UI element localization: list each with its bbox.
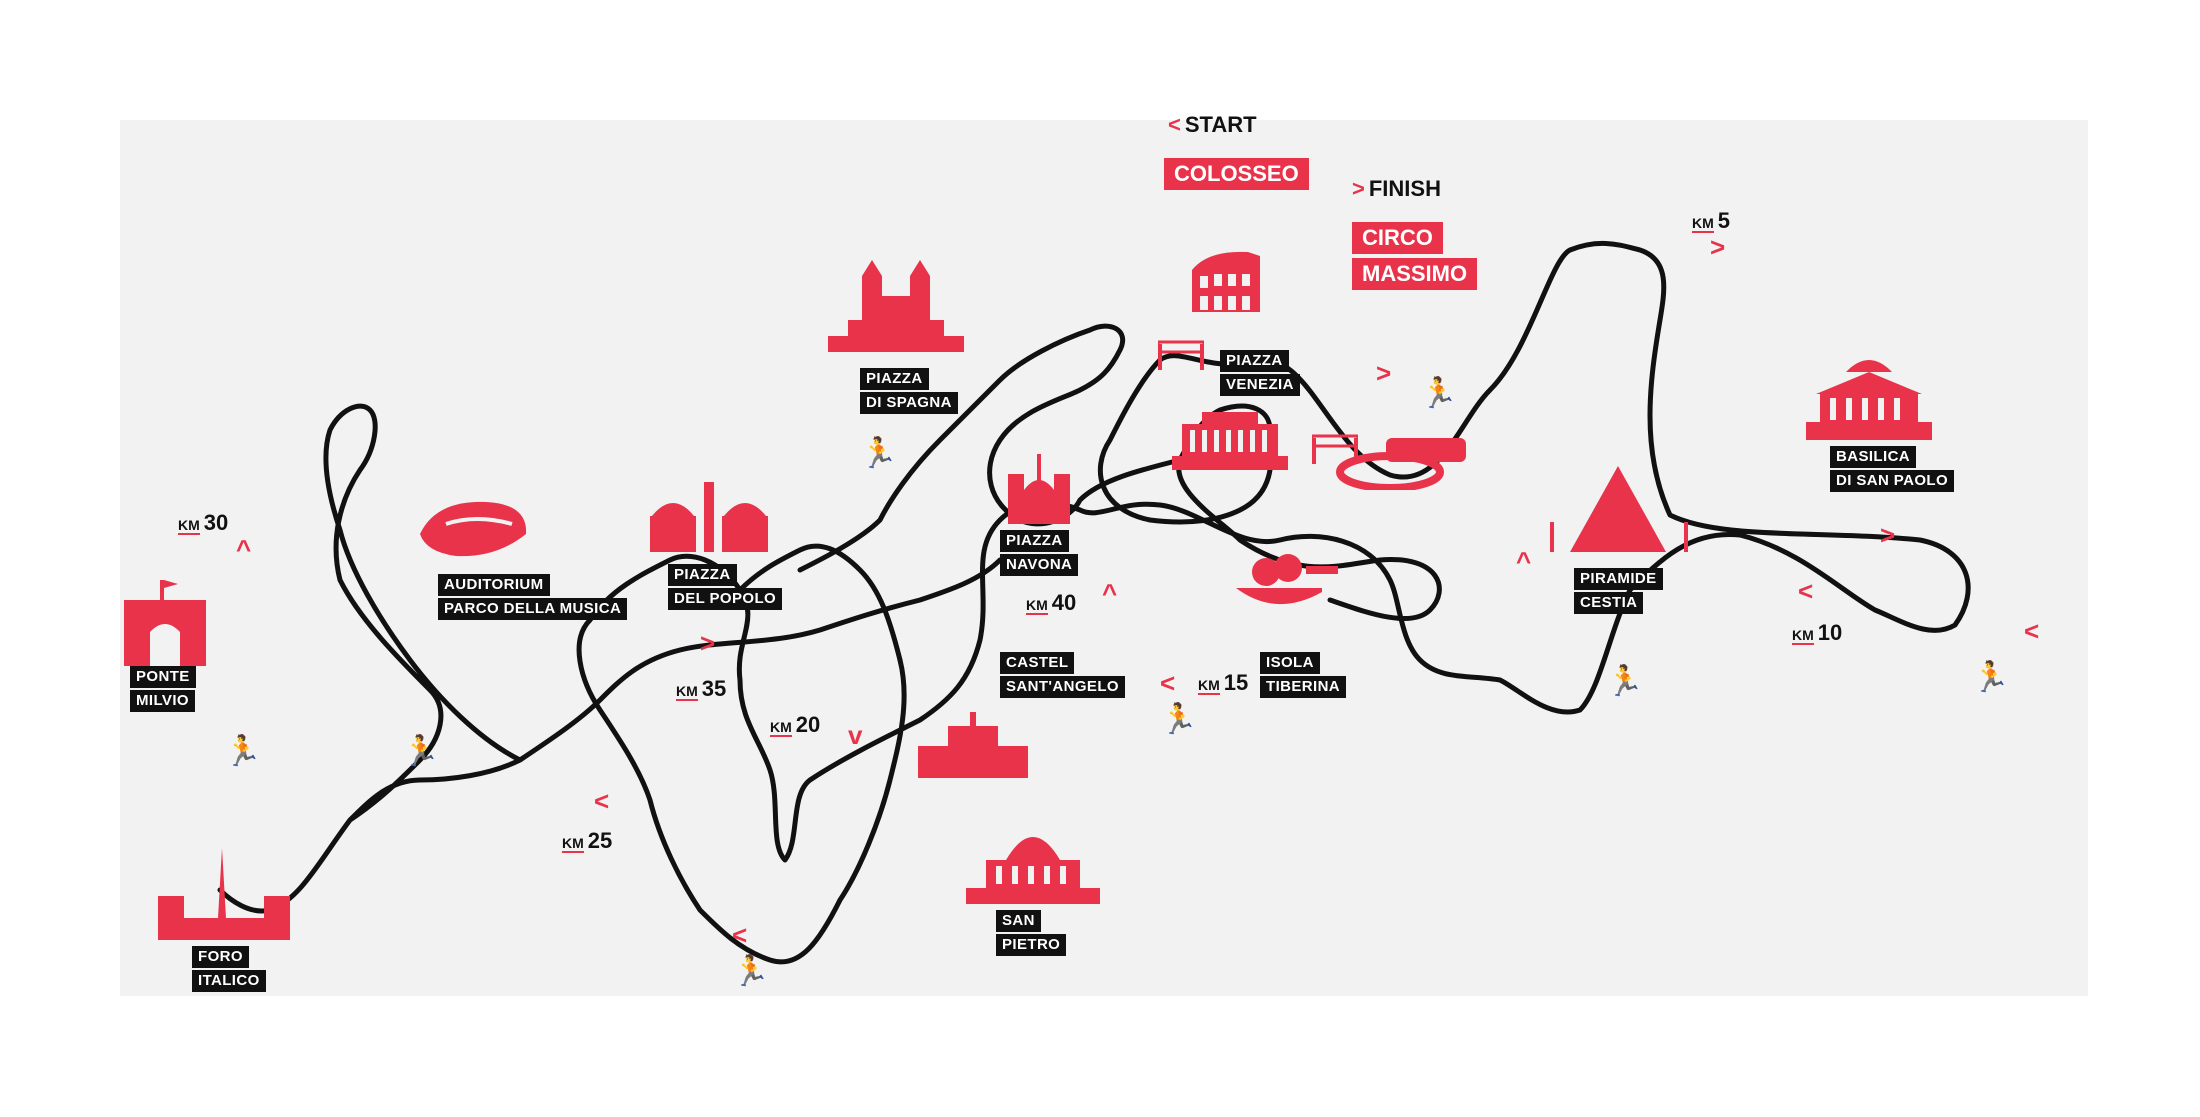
direction-arrow-icon: < bbox=[1798, 576, 1814, 606]
label-basilica-san-paolo: BASILICA DI SAN PAOLO bbox=[1830, 446, 1955, 492]
label-foro-italico: FORO ITALICO bbox=[192, 946, 266, 992]
marathon-map: <START COLOSSEO >FINISH CIRCO MASSIMO bbox=[120, 112, 2088, 996]
runner-icon: 🏃 bbox=[1160, 703, 1198, 736]
pyramid-icon bbox=[1550, 466, 1688, 552]
route-layer bbox=[217, 240, 1971, 965]
castel-santangelo-icon bbox=[918, 712, 1028, 778]
st-peters-icon bbox=[966, 837, 1100, 904]
trinita-dei-monti-icon bbox=[828, 260, 964, 352]
direction-arrow-icon: ^ bbox=[236, 534, 252, 564]
direction-arrow-icon: > bbox=[700, 628, 716, 658]
basilica-san-paolo-icon bbox=[1806, 360, 1932, 440]
direction-arrow-icon: < bbox=[1160, 668, 1176, 698]
sant-agnese-icon bbox=[1008, 454, 1070, 524]
runner-icon: 🏃 bbox=[732, 955, 770, 988]
isola-tiberina-icon bbox=[1236, 554, 1338, 605]
label-piramide-cestia: PIRAMIDE CESTIA bbox=[1574, 568, 1663, 614]
runner-icon: 🏃 bbox=[224, 735, 262, 768]
ponte-milvio-icon bbox=[124, 580, 206, 666]
direction-arrow-icon: > bbox=[1880, 520, 1896, 550]
runner-icon: 🏃 bbox=[1420, 377, 1458, 410]
direction-arrow-icon: ^ bbox=[1102, 578, 1118, 608]
label-isola-tiberina: ISOLA TIBERINA bbox=[1260, 652, 1347, 698]
direction-arrow-icon: < bbox=[732, 920, 748, 950]
start-gate-icon bbox=[1158, 340, 1204, 370]
direction-arrow-icon: < bbox=[2024, 616, 2040, 646]
runner-icon: 🏃 bbox=[1972, 661, 2010, 694]
direction-arrow-icon: > bbox=[1376, 358, 1392, 388]
circus-maximus-icon bbox=[1336, 438, 1466, 490]
colosseum-icon bbox=[1192, 251, 1260, 312]
start-heading: <START bbox=[1168, 112, 1257, 137]
label-ponte-milvio: PONTE MILVIO bbox=[130, 666, 196, 712]
label-castel-santangelo: CASTEL SANT'ANGELO bbox=[1000, 652, 1125, 698]
foro-italico-icon bbox=[158, 848, 290, 940]
marathon-route bbox=[576, 240, 1971, 965]
runner-icon: 🏃 bbox=[1606, 665, 1644, 698]
direction-arrow-icon: v bbox=[848, 720, 863, 750]
finish-place-line1: CIRCO bbox=[1352, 222, 1443, 254]
finish-place-line2: MASSIMO bbox=[1352, 258, 1478, 290]
label-piazza-di-spagna: PIAZZA DI SPAGNA bbox=[860, 368, 958, 414]
start-place-label: COLOSSEO bbox=[1164, 158, 1309, 190]
label-piazza-navona: PIAZZA NAVONA bbox=[1000, 530, 1079, 576]
direction-arrow-icon: < bbox=[594, 786, 610, 816]
runner-icon: 🏃 bbox=[860, 437, 898, 470]
piazza-del-popolo-icon bbox=[650, 482, 768, 552]
marathon-route-west bbox=[217, 323, 1183, 914]
label-piazza-del-popolo: PIAZZA DEL POPOLO bbox=[668, 564, 783, 610]
direction-arrow-icon: ^ bbox=[1516, 546, 1532, 576]
label-san-pietro: SAN PIETRO bbox=[996, 910, 1067, 956]
finish-heading: >FINISH bbox=[1352, 176, 1441, 201]
vittoriano-icon bbox=[1172, 412, 1288, 470]
label-piazza-venezia: PIAZZA VENEZIA bbox=[1220, 350, 1300, 396]
auditorium-icon bbox=[420, 501, 527, 557]
direction-arrow-icon: > bbox=[1710, 232, 1726, 262]
runner-icon: 🏃 bbox=[402, 735, 440, 768]
finish-gate-icon bbox=[1312, 434, 1358, 464]
label-auditorium: AUDITORIUM PARCO DELLA MUSICA bbox=[438, 574, 628, 620]
